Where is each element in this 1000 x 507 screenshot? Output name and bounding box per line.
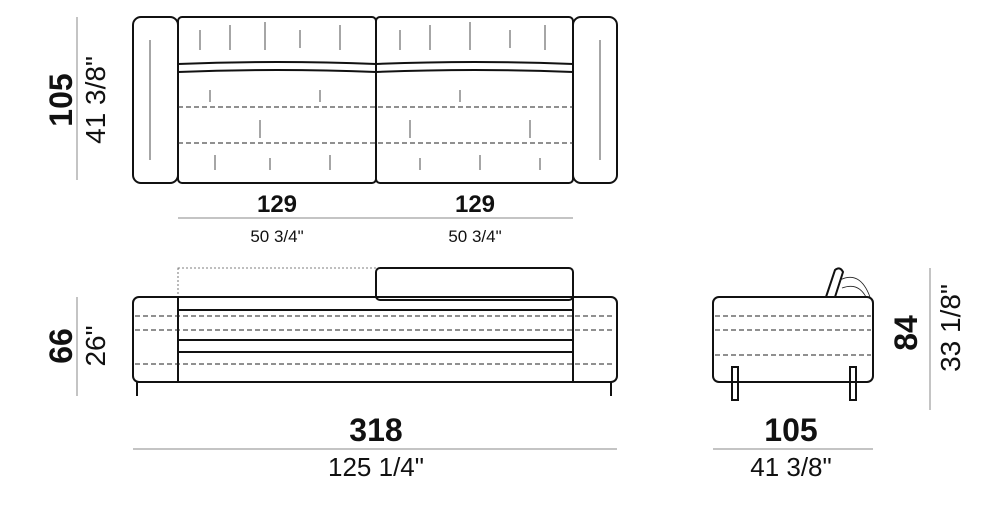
backrest-raised: [375, 267, 574, 301]
right-arm: [572, 16, 618, 184]
height-cm-label: 66: [43, 328, 79, 364]
depth-cm-label: 105: [43, 73, 79, 126]
front-view: 66 26" 318 125 1/4": [43, 267, 618, 482]
leg-back: [849, 366, 857, 401]
seat-right-cm-label: 129: [455, 191, 495, 218]
stitch-lines: [715, 315, 871, 356]
wrinkle-marks: [149, 22, 601, 170]
top-view: 105 41 3/8" 129 50 3/4" 129 50 3/4": [43, 16, 618, 246]
left-arm: [132, 16, 179, 184]
seat-left-in-label: 50 3/4": [250, 227, 303, 246]
sofa-side-body: [712, 296, 874, 383]
legs: [136, 382, 612, 396]
height-in-label: 26": [80, 325, 111, 366]
seat-right: [375, 16, 574, 184]
side-depth-cm-label: 105: [764, 412, 817, 448]
backrest-side: [825, 267, 845, 298]
backrest-lowered: [177, 267, 377, 298]
seat-right-in-label: 50 3/4": [448, 227, 501, 246]
seat-left: [177, 16, 377, 184]
side-depth-in-label: 41 3/8": [750, 452, 832, 482]
stitch-lines: [135, 315, 615, 365]
side-height-cm-label: 84: [888, 315, 924, 351]
leg-front: [731, 366, 739, 401]
seat-left-cm-label: 129: [257, 191, 297, 218]
backrest-fold: [839, 276, 871, 298]
width-cm-label: 318: [349, 412, 402, 448]
depth-in-label: 41 3/8": [80, 56, 111, 144]
side-view: 84 33 1/8" 105 41 3/8": [712, 267, 966, 482]
seat-lines: [177, 297, 574, 382]
stitch-lines: [178, 106, 573, 144]
width-in-label: 125 1/4": [328, 452, 424, 482]
side-height-in-label: 33 1/8": [935, 284, 966, 372]
sofa-body: [132, 296, 618, 383]
backrest-band: [177, 61, 574, 74]
